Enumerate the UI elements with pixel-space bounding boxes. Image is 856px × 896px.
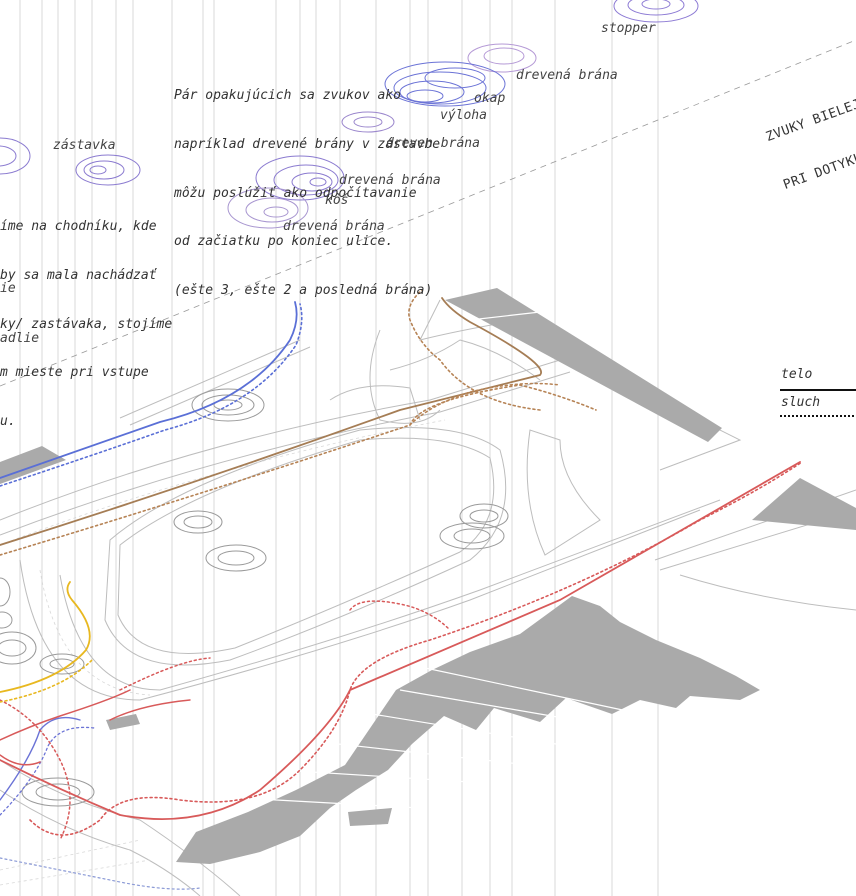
gates-line-3: môžu poslúžiť ako odpočítavanie <box>174 185 417 201</box>
ripple-gate-lower <box>227 187 309 229</box>
sidewalk-line-5: u. <box>0 413 16 429</box>
gates-paragraph: Pár opakujúcich sa zvukov ako napríklad … <box>174 56 440 315</box>
white-sounds-line-2: PRI DOTYKU S I <box>781 150 856 193</box>
street-linework-light <box>0 419 446 886</box>
gates-line-4: od začiatku po koniec ulice. <box>174 234 394 250</box>
label-okap: okap <box>474 91 506 106</box>
routes <box>0 289 803 890</box>
sidewalk-line-4: m mieste pri vstupe <box>0 365 149 381</box>
ripple-gate-mid <box>341 111 395 133</box>
ripple-stopper <box>613 0 699 23</box>
sidewalk-line-1: íme na chodníku, kde <box>0 219 157 235</box>
label-gate-top: drevená brána <box>516 68 618 83</box>
gates-line-1: Pár opakujúcich sa zvukov ako <box>174 88 401 104</box>
ripple-gate-top <box>467 43 537 73</box>
route-red <box>0 461 803 841</box>
buildings <box>0 288 856 864</box>
ripple-gate-upper <box>255 155 345 201</box>
sidewalk-line-3: ky/ zastávaka, stojíme <box>0 316 173 332</box>
route-brown <box>0 289 597 556</box>
label-gate-lower: drevená brána <box>283 219 385 234</box>
gates-line-5: (ešte 3, ešte 2 a posledná brána) <box>174 282 433 298</box>
ripple-okap-vyloha <box>384 61 506 107</box>
trees <box>0 388 509 807</box>
label-gate-upper: drevená brána <box>339 173 441 188</box>
building-outlines <box>239 311 633 809</box>
label-stop: zástavka <box>53 138 116 153</box>
gates-line-2: napríklad drevené brány v zástavbe <box>174 137 441 153</box>
label-stopper: stopper <box>601 21 656 36</box>
label-gate-mid: dreven brána <box>386 136 480 151</box>
legend-swatches <box>780 389 856 417</box>
sidewalk-line-2: by sa mala nachádzať <box>0 268 157 284</box>
left-fragment-2: adlie <box>0 331 40 346</box>
legend-hearing-label: sluch <box>781 395 821 410</box>
label-vyloha: výloha <box>440 108 487 123</box>
label-bin: kôš <box>325 193 349 208</box>
ripple-stop <box>0 137 141 186</box>
white-sounds-line-1: ZVUKY BIELEJ P <box>763 96 856 145</box>
left-fragment-1: ie <box>0 281 16 296</box>
legend-body-label: telo <box>781 367 813 382</box>
sound-ripples <box>0 0 699 229</box>
route-yellow <box>0 581 93 703</box>
sidewalk-paragraph: íme na chodníku, kde by sa mala nachádza… <box>0 187 172 446</box>
route-blue <box>0 301 303 890</box>
